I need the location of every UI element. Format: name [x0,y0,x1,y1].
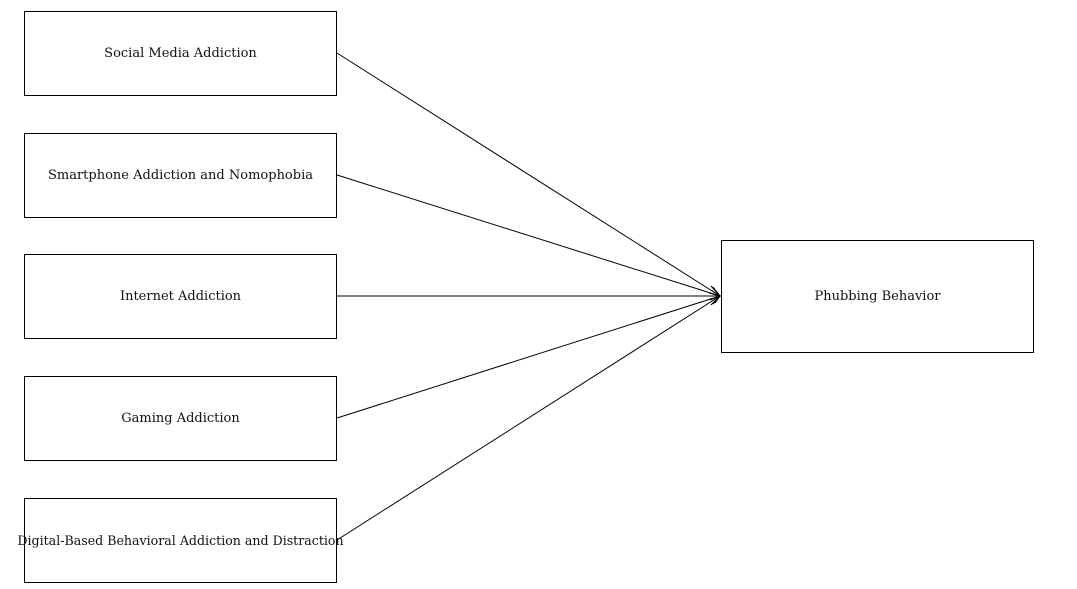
arrowhead [710,289,721,304]
edge-digital-behavioral-to-phubbing [336,295,721,541]
edge-line [336,174,721,297]
edge-smartphone-to-phubbing [336,174,721,297]
arrowhead [708,292,722,301]
node-phubbing-behavior: Phubbing Behavior [721,240,1034,353]
edge-gaming-to-phubbing [336,295,721,419]
node-internet-addiction: Internet Addiction [24,254,337,339]
node-label: Digital-Based Behavioral Addiction and D… [17,532,344,548]
node-smartphone-addiction-nomophobia: Smartphone Addiction and Nomophobia [24,133,337,218]
node-gaming-addiction: Gaming Addiction [24,376,337,461]
arrowhead-cluster [708,285,722,306]
edge-social-media-to-phubbing [336,52,721,297]
node-label: Social Media Addiction [104,45,257,61]
arrowhead [710,285,721,306]
edge-line [336,52,721,297]
node-social-media-addiction: Social Media Addiction [24,11,337,96]
node-digital-behavioral-addiction: Digital-Based Behavioral Addiction and D… [17,498,344,583]
node-label: Smartphone Addiction and Nomophobia [47,167,313,183]
node-label: Internet Addiction [119,288,242,304]
edge-line [336,295,721,419]
arrowhead [709,286,722,297]
node-label: Gaming Addiction [121,410,240,426]
edge-line [336,295,721,541]
node-label: Phubbing Behavior [814,288,941,304]
arrowhead [709,295,722,305]
